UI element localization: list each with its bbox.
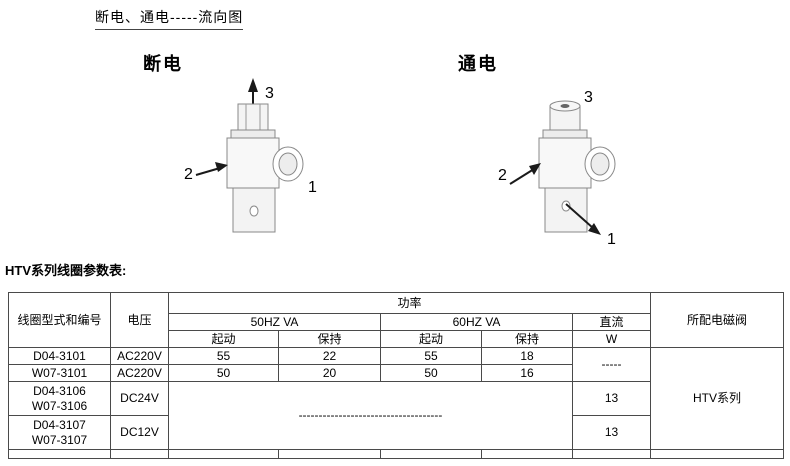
header-60hz: 60HZ VA [380, 313, 573, 331]
header-row-2: 50HZ VA 60HZ VA 直流 [9, 313, 784, 331]
cell-model: D04-3106 W07-3106 [8, 381, 111, 416]
cell-empty [481, 449, 573, 459]
cell-valve-series: HTV系列 [650, 347, 785, 450]
valve-cap [549, 100, 581, 131]
header-row-1: 线圈型式和编号 电压 功率 所配电磁阀 [8, 292, 785, 348]
diagram-label-power-off: 断电 [143, 54, 183, 74]
cell-hold60: 16 [481, 364, 573, 382]
doc-title: 断电、通电-----流向图 [95, 7, 244, 30]
header-hold-50: 保持 [278, 330, 381, 348]
cell-start50: 55 [168, 347, 279, 365]
cell-empty [278, 449, 381, 459]
header-power: 功率 [167, 292, 652, 314]
table-row-partial [8, 449, 785, 459]
valve-drawing-power-on: 3 2 1 [498, 89, 616, 248]
table-row: D04-3107 W07-3107 DC12V 13 [8, 415, 784, 450]
valve-body [538, 137, 592, 189]
cell-dc-dash: ----- [571, 347, 652, 382]
table-row: D04-3101 AC220V 55 22 55 18 ----- HTV系列 [8, 347, 785, 450]
cell-hold50: 22 [278, 347, 381, 365]
valve-flange [542, 129, 588, 139]
cell-voltage: AC220V [110, 364, 169, 382]
cell-start60: 55 [380, 347, 482, 365]
table-caption: HTV系列线圈参数表: [5, 263, 127, 278]
header-dc-unit: W [571, 330, 652, 348]
header-start-50: 起动 [168, 330, 279, 348]
cell-dc-w: 13 [571, 381, 652, 416]
port2-label: 2 [184, 166, 193, 183]
port1-label: 1 [607, 231, 616, 248]
coil-parameter-table: 线圈型式和编号 电压 功率 所配电磁阀 50HZ VA 60HZ VA 直流 起… [8, 292, 785, 459]
side-port [272, 146, 304, 182]
cell-empty [571, 449, 652, 459]
valve-lower-body [544, 187, 588, 233]
valve-cap [237, 103, 269, 131]
cell-model: D04-3107 W07-3107 [8, 415, 111, 450]
header-start-60: 起动 [380, 330, 482, 348]
cell-hold50: 20 [278, 364, 381, 382]
header-50hz: 50HZ VA [168, 313, 381, 331]
cell-voltage: DC24V [110, 381, 169, 416]
valve-drawing-power-off: 3 1 2 [184, 78, 317, 233]
diagram-label-power-on: 通电 [458, 54, 498, 74]
flow-arrow-port2 [509, 163, 541, 185]
cell-empty [650, 449, 785, 459]
cell-voltage: DC12V [110, 415, 169, 450]
cell-model: D04-3101 [8, 347, 111, 365]
table-row: D04-3106 W07-3106 DC24V ----------------… [8, 381, 784, 450]
header-coil: 线圈型式和编号 [8, 292, 111, 348]
cell-empty [110, 449, 169, 459]
cell-start50: 50 [168, 364, 279, 382]
cell-ac-dash: ------------------------------------ [168, 381, 573, 450]
port3-label: 3 [584, 89, 593, 106]
cell-start60: 50 [380, 364, 482, 382]
cell-empty [380, 449, 482, 459]
port3-label: 3 [265, 85, 274, 102]
header-valve: 所配电磁阀 [650, 292, 785, 348]
header-voltage: 电压 [110, 292, 169, 348]
cell-empty [8, 449, 111, 459]
valve-body [226, 137, 280, 189]
header-dc: 直流 [571, 313, 652, 331]
cell-voltage: AC220V [110, 347, 169, 365]
valve-flange [230, 129, 276, 139]
cell-dc-w: 13 [571, 415, 652, 450]
cell-hold60: 18 [481, 347, 573, 365]
header-hold-60: 保持 [481, 330, 573, 348]
flow-arrow-port2 [195, 162, 228, 176]
valve-lower-body [232, 187, 276, 233]
flow-arrow-port1 [565, 203, 601, 235]
cell-model: W07-3101 [8, 364, 111, 382]
port1-label: 1 [308, 179, 317, 196]
cell-empty [168, 449, 279, 459]
side-port [584, 146, 616, 182]
port2-label: 2 [498, 167, 507, 184]
